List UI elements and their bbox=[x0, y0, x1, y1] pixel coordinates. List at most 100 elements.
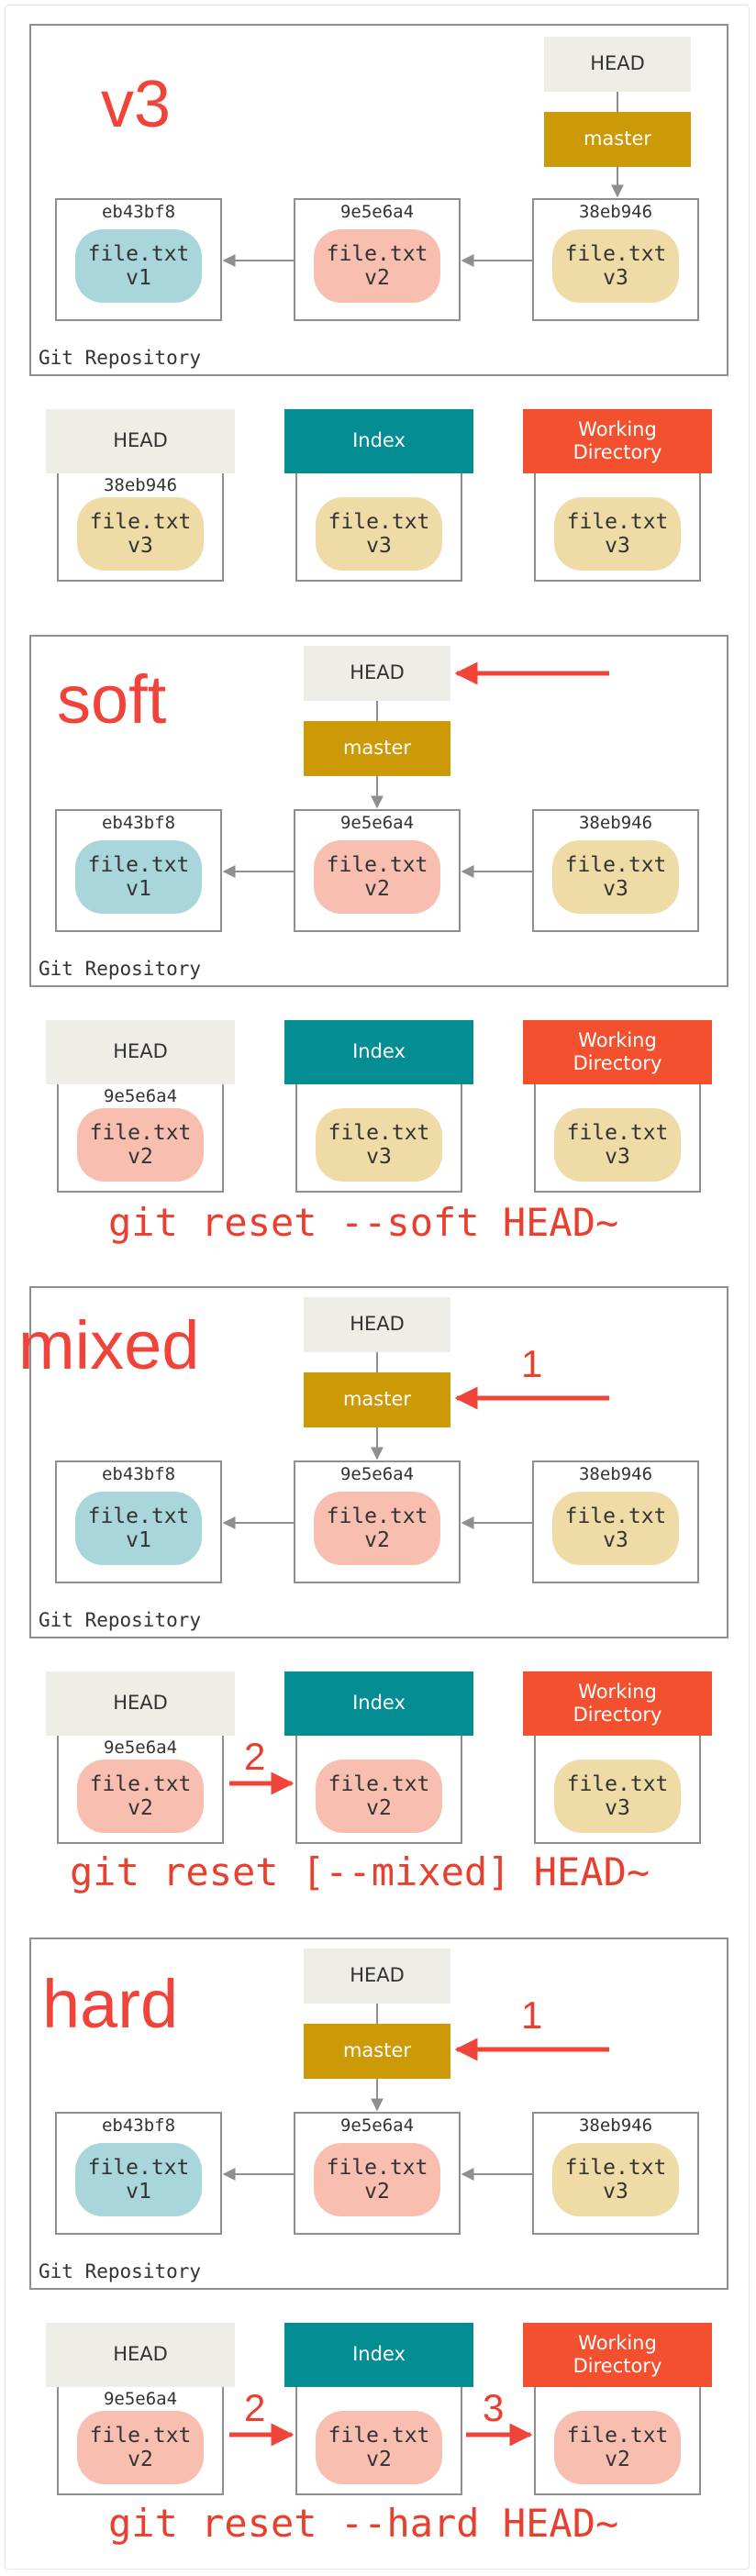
commit-hash: 38eb946 bbox=[578, 2115, 653, 2136]
head-tree-hash: 9e5e6a4 bbox=[103, 1086, 178, 1106]
file-version: v3 bbox=[603, 266, 628, 290]
master-branch-label: master bbox=[304, 1372, 450, 1427]
head-tree-hash: 9e5e6a4 bbox=[103, 2389, 178, 2409]
file-version: v3 bbox=[605, 1796, 630, 1820]
file-name: file.txt bbox=[87, 852, 190, 877]
commit-hash: 38eb946 bbox=[578, 813, 653, 833]
file-name: file.txt bbox=[328, 1771, 430, 1796]
file-version: v2 bbox=[364, 1528, 390, 1552]
file-version: v2 bbox=[128, 1145, 153, 1169]
commit-hash: 9e5e6a4 bbox=[339, 813, 415, 833]
repository-label: Git Repository bbox=[39, 2260, 202, 2282]
panel-title: v3 bbox=[101, 68, 172, 141]
step-number: 2 bbox=[244, 1735, 266, 1778]
file-name: file.txt bbox=[89, 1120, 192, 1145]
step-number: 3 bbox=[483, 2386, 505, 2429]
index-tree-header: Index bbox=[284, 409, 473, 473]
repository-label: Git Repository bbox=[39, 958, 202, 980]
file-name: file.txt bbox=[326, 852, 428, 877]
file-version: v1 bbox=[126, 877, 151, 901]
file-version: v2 bbox=[128, 1796, 153, 1820]
file-name: file.txt bbox=[566, 509, 669, 534]
head-label: HEAD bbox=[544, 37, 691, 92]
commit-hash: eb43bf8 bbox=[101, 2115, 176, 2136]
commit-hash: 9e5e6a4 bbox=[339, 2115, 415, 2136]
file-name: file.txt bbox=[89, 2423, 192, 2448]
file-name: file.txt bbox=[89, 1771, 192, 1796]
file-version: v2 bbox=[366, 1796, 392, 1820]
file-version: v2 bbox=[366, 2448, 392, 2471]
file-name: file.txt bbox=[564, 241, 667, 266]
step-number: 1 bbox=[521, 1993, 543, 2037]
file-version: v1 bbox=[126, 1528, 151, 1552]
commit-hash: 38eb946 bbox=[578, 1464, 653, 1484]
file-version: v3 bbox=[603, 877, 628, 901]
file-name: file.txt bbox=[564, 1504, 667, 1528]
reset-command: git reset [--mixed] HEAD~ bbox=[70, 1849, 650, 1894]
file-version: v3 bbox=[366, 1145, 392, 1169]
panel-title: mixed bbox=[18, 1307, 200, 1383]
commit-hash: eb43bf8 bbox=[101, 1464, 176, 1484]
master-branch-label: master bbox=[304, 721, 450, 776]
file-version: v3 bbox=[366, 534, 392, 558]
file-name: file.txt bbox=[326, 241, 428, 266]
file-name: file.txt bbox=[326, 1504, 428, 1528]
index-tree-header: Index bbox=[284, 1671, 473, 1736]
image-frame bbox=[5, 5, 750, 2570]
file-version: v3 bbox=[605, 1145, 630, 1169]
file-name: file.txt bbox=[328, 1120, 430, 1145]
head-tree-header: HEAD bbox=[46, 1671, 235, 1736]
master-branch-label: master bbox=[304, 2024, 450, 2079]
file-name: file.txt bbox=[326, 2155, 428, 2180]
file-name: file.txt bbox=[87, 1504, 190, 1528]
file-version: v3 bbox=[603, 2180, 628, 2204]
file-name: file.txt bbox=[566, 2423, 669, 2448]
file-name: file.txt bbox=[566, 1771, 669, 1796]
file-version: v1 bbox=[126, 266, 151, 290]
repository-label: Git Repository bbox=[39, 1609, 202, 1631]
panel-title: soft bbox=[57, 661, 167, 738]
index-tree-header: Index bbox=[284, 2323, 473, 2387]
master-branch-label: master bbox=[544, 112, 691, 167]
reset-command: git reset --hard HEAD~ bbox=[108, 2501, 619, 2546]
working-directory-tree-header: Working Directory bbox=[523, 2323, 712, 2387]
file-version: v2 bbox=[364, 2180, 390, 2204]
file-version: v2 bbox=[364, 877, 390, 901]
file-version: v3 bbox=[128, 534, 153, 558]
file-version: v3 bbox=[605, 534, 630, 558]
file-version: v2 bbox=[364, 266, 390, 290]
head-label: HEAD bbox=[304, 646, 450, 701]
index-tree-header: Index bbox=[284, 1020, 473, 1084]
file-version: v2 bbox=[128, 2448, 153, 2471]
file-name: file.txt bbox=[328, 509, 430, 534]
working-directory-tree-header: Working Directory bbox=[523, 409, 712, 473]
panel-title: hard bbox=[42, 1966, 179, 2042]
head-tree-header: HEAD bbox=[46, 2323, 235, 2387]
head-tree-hash: 38eb946 bbox=[103, 475, 178, 495]
working-directory-tree-header: Working Directory bbox=[523, 1671, 712, 1736]
